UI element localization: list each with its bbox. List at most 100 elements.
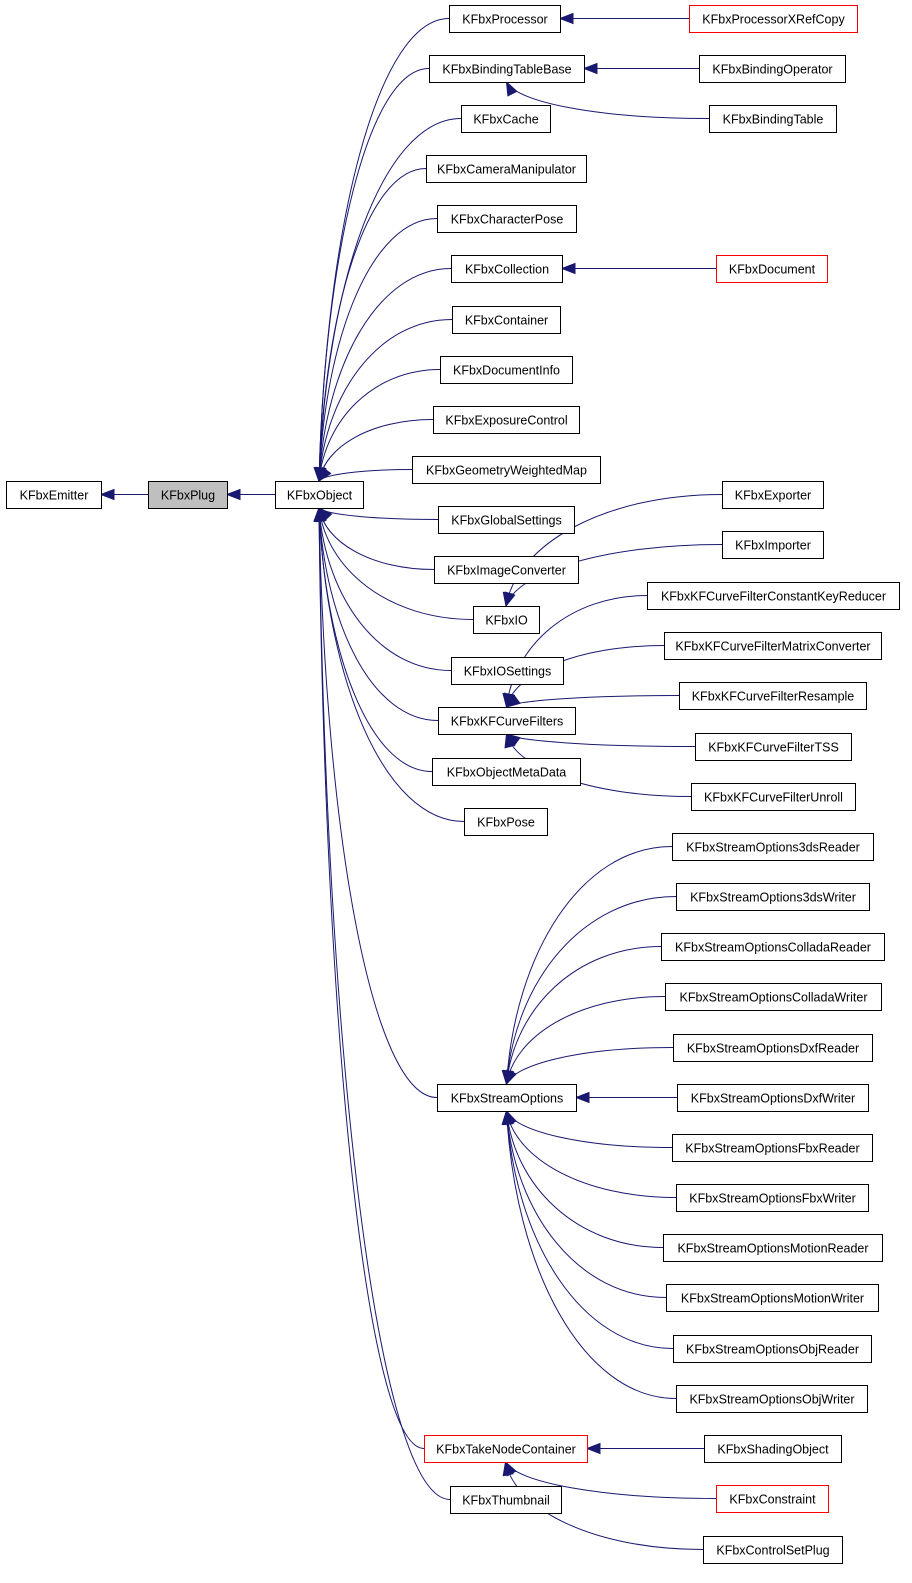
- edge-so3dsreader-to-streamoptions: [506, 846, 673, 1085]
- class-node-streamoptions[interactable]: KFbxStreamOptions: [437, 1084, 577, 1112]
- class-node-constantkey[interactable]: KFbxKFCurveFilterConstantKeyReducer: [647, 582, 900, 610]
- class-node-emitter[interactable]: KFbxEmitter: [6, 481, 102, 509]
- class-node-sofbxwriter[interactable]: KFbxStreamOptionsFbxWriter: [676, 1184, 869, 1212]
- class-node-pose[interactable]: KFbxPose: [464, 808, 548, 836]
- class-node-sofbxreader[interactable]: KFbxStreamOptionsFbxReader: [672, 1134, 873, 1162]
- class-box-container: [452, 306, 561, 334]
- edge-socolladawriter-to-streamoptions: [506, 996, 666, 1085]
- class-node-sodxfwriter[interactable]: KFbxStreamOptionsDxfWriter: [677, 1084, 869, 1112]
- class-box-documentinfo: [440, 356, 573, 384]
- class-box-so3dswriter: [676, 883, 870, 911]
- class-label-constraint: KFbxConstraint: [729, 1493, 816, 1507]
- class-node-collection[interactable]: KFbxCollection: [451, 255, 563, 283]
- class-node-soobjreader[interactable]: KFbxStreamOptionsObjReader: [673, 1335, 872, 1363]
- class-node-controlset[interactable]: KFbxControlSetPlug: [703, 1536, 843, 1564]
- class-node-bindingtablebase[interactable]: KFbxBindingTableBase: [429, 55, 585, 83]
- arrowhead-sodxfwriter-to-streamoptions: [574, 1091, 590, 1104]
- arrowhead-soobjwriter-to-streamoptions: [501, 1109, 513, 1125]
- class-label-somotionreader: KFbxStreamOptionsMotionReader: [677, 1242, 868, 1256]
- class-box-controlset: [703, 1536, 843, 1564]
- class-label-soobjwriter: KFbxStreamOptionsObjWriter: [689, 1393, 854, 1407]
- edge-kfcurvefilters-to-object: [318, 507, 439, 721]
- class-node-importer[interactable]: KFbxImporter: [722, 531, 824, 559]
- edge-globalsettings-to-object: [318, 507, 439, 520]
- class-node-exposure[interactable]: KFbxExposureControl: [433, 406, 580, 434]
- class-node-objectmeta[interactable]: KFbxObjectMetaData: [432, 758, 581, 786]
- edge-geomweighted-to-object: [318, 469, 413, 482]
- class-node-tss[interactable]: KFbxKFCurveFilterTSS: [695, 733, 852, 761]
- class-node-globalsettings[interactable]: KFbxGlobalSettings: [438, 506, 575, 534]
- class-box-sofbxreader: [672, 1134, 873, 1162]
- arrowhead-unroll-to-kfcurvefilters: [504, 732, 516, 749]
- class-node-matrixconv[interactable]: KFbxKFCurveFilterMatrixConverter: [664, 632, 882, 660]
- class-node-cameramanip[interactable]: KFbxCameraManipulator: [426, 155, 587, 183]
- class-node-so3dswriter[interactable]: KFbxStreamOptions3dsWriter: [676, 883, 870, 911]
- edge-socolladareader-to-streamoptions: [506, 946, 662, 1085]
- class-node-processor[interactable]: KFbxProcessor: [449, 5, 561, 33]
- class-node-container[interactable]: KFbxContainer: [452, 306, 561, 334]
- arrowhead-document-to-collection: [560, 262, 576, 275]
- class-label-so3dswriter: KFbxStreamOptions3dsWriter: [690, 891, 856, 905]
- class-node-kfcurvefilters[interactable]: KFbxKFCurveFilters: [438, 707, 576, 735]
- class-node-so3dsreader[interactable]: KFbxStreamOptions3dsReader: [672, 833, 874, 861]
- class-label-socolladawriter: KFbxStreamOptionsColladaWriter: [679, 991, 867, 1005]
- class-label-unroll: KFbxKFCurveFilterUnroll: [704, 791, 843, 805]
- class-box-globalsettings: [438, 506, 575, 534]
- class-node-documentinfo[interactable]: KFbxDocumentInfo: [440, 356, 573, 384]
- edge-resample-to-kfcurvefilters: [506, 695, 680, 708]
- class-label-processorxref: KFbxProcessorXRefCopy: [702, 13, 845, 27]
- class-label-soobjreader: KFbxStreamOptionsObjReader: [686, 1343, 859, 1357]
- class-label-resample: KFbxKFCurveFilterResample: [692, 690, 855, 704]
- class-box-importer: [722, 531, 824, 559]
- class-box-resample: [679, 682, 867, 710]
- class-label-constantkey: KFbxKFCurveFilterConstantKeyReducer: [661, 590, 886, 604]
- class-box-so3dsreader: [672, 833, 874, 861]
- class-node-cache[interactable]: KFbxCache: [461, 105, 551, 133]
- class-node-shading[interactable]: KFbxShadingObject: [704, 1435, 842, 1463]
- class-label-exposure: KFbxExposureControl: [445, 414, 567, 428]
- class-node-iosettings[interactable]: KFbxIOSettings: [451, 657, 564, 685]
- class-node-socolladawriter[interactable]: KFbxStreamOptionsColladaWriter: [665, 983, 882, 1011]
- class-box-characterpose: [437, 205, 577, 233]
- class-label-sodxfwriter: KFbxStreamOptionsDxfWriter: [691, 1092, 855, 1106]
- class-node-sodxfreader[interactable]: KFbxStreamOptionsDxfReader: [673, 1034, 873, 1062]
- class-node-socolladareader[interactable]: KFbxStreamOptionsColladaReader: [661, 933, 885, 961]
- class-node-soobjwriter[interactable]: KFbxStreamOptionsObjWriter: [676, 1385, 868, 1413]
- class-label-shading: KFbxShadingObject: [717, 1443, 829, 1457]
- class-node-thumbnail[interactable]: KFbxThumbnail: [450, 1486, 562, 1514]
- class-box-emitter: [6, 481, 102, 509]
- class-node-plug: KFbxPlug: [148, 481, 228, 509]
- class-node-imageconverter[interactable]: KFbxImageConverter: [434, 556, 579, 584]
- edge-soobjwriter-to-streamoptions: [506, 1110, 677, 1399]
- class-node-resample[interactable]: KFbxKFCurveFilterResample: [679, 682, 867, 710]
- class-label-sofbxwriter: KFbxStreamOptionsFbxWriter: [689, 1192, 855, 1206]
- class-node-unroll[interactable]: KFbxKFCurveFilterUnroll: [691, 783, 856, 811]
- class-label-imageconverter: KFbxImageConverter: [447, 564, 566, 578]
- class-box-sofbxwriter: [676, 1184, 869, 1212]
- class-node-takenode[interactable]: KFbxTakeNodeContainer: [424, 1435, 588, 1463]
- class-box-object: [275, 481, 364, 509]
- class-box-document: [716, 255, 828, 283]
- class-node-object[interactable]: KFbxObject: [275, 481, 364, 509]
- arrowhead-plug-to-emitter: [99, 488, 115, 501]
- class-box-streamoptions: [437, 1084, 577, 1112]
- class-node-exporter[interactable]: KFbxExporter: [722, 481, 824, 509]
- class-label-somotionwriter: KFbxStreamOptionsMotionWriter: [681, 1292, 864, 1306]
- class-label-matrixconv: KFbxKFCurveFilterMatrixConverter: [675, 640, 870, 654]
- class-node-characterpose[interactable]: KFbxCharacterPose: [437, 205, 577, 233]
- class-node-io[interactable]: KFbxIO: [473, 606, 540, 634]
- class-node-document[interactable]: KFbxDocument: [716, 255, 828, 283]
- class-node-constraint[interactable]: KFbxConstraint: [716, 1485, 829, 1513]
- class-node-geomweighted[interactable]: KFbxGeometryWeightedMap: [412, 456, 601, 484]
- arrowhead-thumbnail-to-object: [313, 506, 325, 522]
- class-node-bindingtable[interactable]: KFbxBindingTable: [709, 105, 837, 133]
- class-node-somotionreader[interactable]: KFbxStreamOptionsMotionReader: [663, 1234, 883, 1262]
- class-node-processorxref[interactable]: KFbxProcessorXRefCopy: [689, 5, 858, 33]
- class-node-bindingoperator[interactable]: KFbxBindingOperator: [699, 55, 846, 83]
- class-label-importer: KFbxImporter: [735, 539, 811, 553]
- class-box-soobjreader: [673, 1335, 872, 1363]
- class-node-somotionwriter[interactable]: KFbxStreamOptionsMotionWriter: [666, 1284, 879, 1312]
- class-box-unroll: [691, 783, 856, 811]
- class-label-takenode: KFbxTakeNodeContainer: [436, 1443, 576, 1457]
- class-label-bindingtable: KFbxBindingTable: [723, 113, 824, 127]
